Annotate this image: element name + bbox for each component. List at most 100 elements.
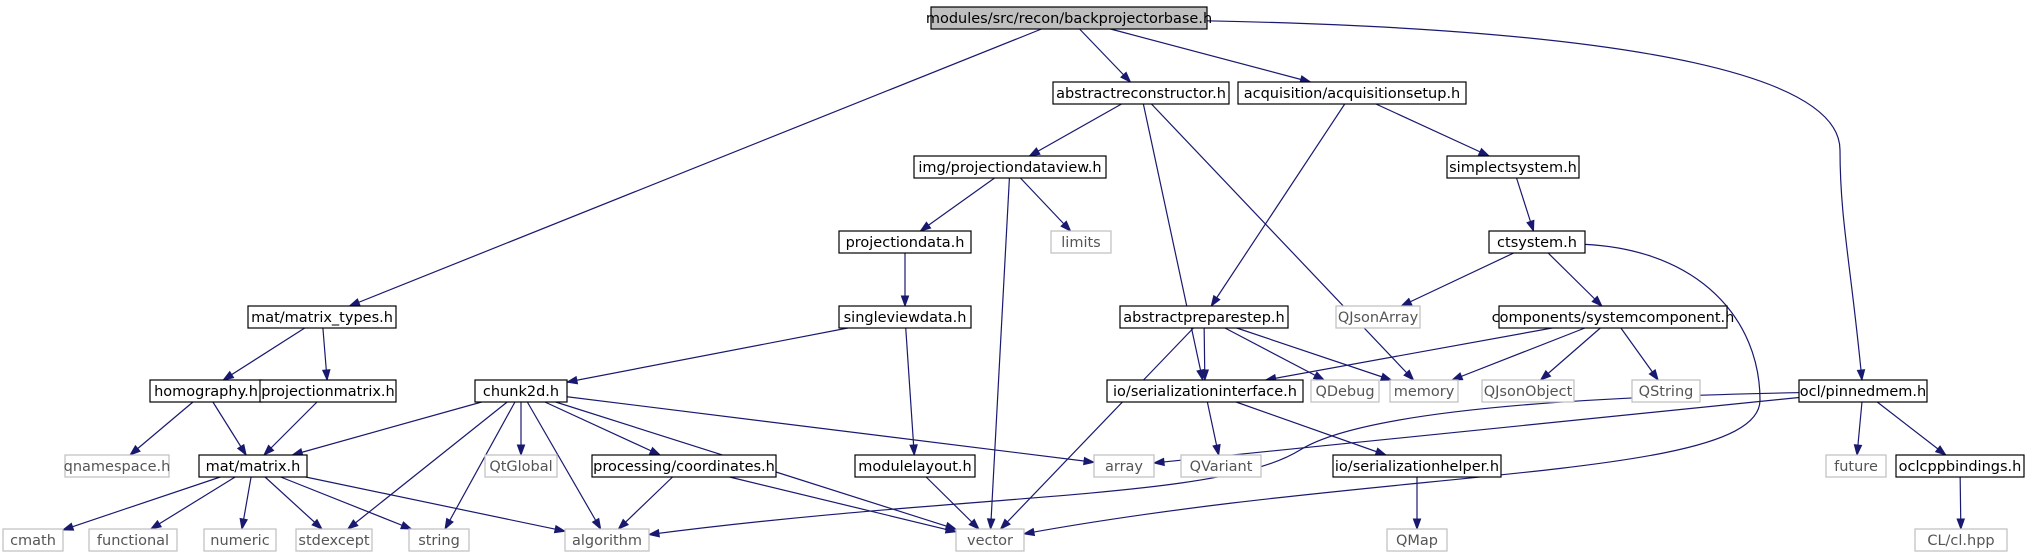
node-modulelayout[interactable]: modulelayout.h: [854, 454, 976, 478]
node-coordinates[interactable]: processing/coordinates.h: [591, 454, 777, 478]
edge-acquisitionsetup-to-simplectsystem-arrowhead: [1477, 147, 1491, 157]
edge-oclcppbindings-to-clhpp: [1956, 476, 1966, 531]
node-serializationinterface[interactable]: io/serializationinterface.h: [1106, 379, 1304, 403]
node-singleviewdata-box: [838, 305, 972, 329]
node-backprojectorbase-label: modules/src/recon/backprojectorbase.h: [926, 11, 1212, 27]
edge-matrix-to-algorithm-line: [305, 476, 566, 532]
node-simplectsystem[interactable]: simplectsystem.h: [1446, 155, 1580, 179]
node-limits-box: [1050, 230, 1112, 254]
node-future: future: [1825, 454, 1887, 478]
edge-backprojectorbase-to-matrix_types-line: [349, 28, 1042, 307]
node-systemcomponent-label: components/systemcomponent.h: [1492, 310, 1735, 326]
node-stdexcept-label: stdexcept: [298, 533, 370, 549]
node-qjsonobject: QJsonObject: [1481, 379, 1575, 403]
node-coordinates-label: processing/coordinates.h: [593, 459, 775, 475]
edge-projectionmatrix-to-matrix-arrowhead: [262, 444, 275, 457]
node-array-box: [1093, 454, 1155, 478]
node-vector-label: vector: [967, 533, 1013, 549]
node-abstractreconstructor[interactable]: abstractreconstructor.h: [1052, 81, 1230, 105]
edge-chunk2d-to-coordinates-arrowhead: [648, 446, 662, 456]
node-matrix-box: [198, 454, 308, 478]
node-projectiondata[interactable]: projectiondata.h: [838, 230, 972, 254]
edge-projectiondataview-to-limits: [1019, 177, 1072, 233]
edge-projectionmatrix-to-matrix: [262, 401, 318, 457]
edge-matrix_types-to-homography: [221, 327, 306, 381]
node-matrix_types[interactable]: mat/matrix_types.h: [247, 305, 397, 329]
edge-ctsystem-to-systemcomponent: [1547, 252, 1603, 308]
edge-coordinates-to-vector: [729, 476, 958, 534]
node-ctsystem[interactable]: ctsystem.h: [1488, 230, 1586, 254]
node-singleviewdata[interactable]: singleviewdata.h: [838, 305, 972, 329]
node-chunk2d-label: chunk2d.h: [483, 384, 559, 400]
edge-matrix_types-to-projectionmatrix: [321, 327, 331, 382]
node-serializationhelper[interactable]: io/serializationhelper.h: [1332, 454, 1502, 478]
edge-projectionmatrix-to-matrix-line: [263, 401, 318, 456]
edge-homography-to-matrix-arrowhead: [236, 443, 247, 457]
edge-abstractpreparestep-to-vector: [999, 327, 1194, 531]
edge-singleviewdata-to-chunk2d: [565, 327, 849, 385]
edge-ctsystem-to-vector-line: [1023, 243, 1761, 535]
edge-oclcppbindings-to-clhpp-arrowhead: [1956, 518, 1966, 531]
edge-chunk2d-to-string: [444, 401, 516, 531]
node-projectiondata-label: projectiondata.h: [846, 235, 965, 251]
node-qtglobal-box: [484, 454, 558, 478]
node-systemcomponent-box: [1498, 305, 1728, 329]
node-qdebug-box: [1310, 379, 1380, 403]
edge-pinnedmem-to-algorithm-arrowhead: [647, 528, 660, 538]
node-pinnedmem-label: ocl/pinnedmem.h: [1800, 384, 1926, 400]
node-algorithm-box: [564, 528, 650, 552]
edge-pinnedmem-to-future: [1853, 401, 1863, 457]
node-oclcppbindings[interactable]: oclcppbindings.h: [1895, 454, 2025, 478]
node-acquisitionsetup[interactable]: acquisition/acquisitionsetup.h: [1237, 81, 1467, 105]
edge-singleviewdata-to-chunk2d-arrowhead: [565, 375, 579, 385]
edge-ctsystem-to-vector-arrowhead: [1022, 527, 1036, 537]
node-chunk2d[interactable]: chunk2d.h: [474, 379, 568, 403]
node-chunk2d-box: [474, 379, 568, 403]
node-singleviewdata-label: singleviewdata.h: [844, 310, 967, 326]
edge-systemcomponent-to-qstring: [1620, 327, 1659, 382]
edge-chunk2d-to-array-arrowhead: [1083, 456, 1096, 466]
node-abstractpreparestep[interactable]: abstractpreparestep.h: [1119, 305, 1289, 329]
edge-projectiondataview-to-projectiondata-line: [920, 177, 995, 232]
edge-projectiondata-to-singleviewdata: [900, 253, 910, 308]
edge-chunk2d-to-string-line: [444, 401, 516, 530]
node-backprojectorbase[interactable]: modules/src/recon/backprojectorbase.h: [926, 6, 1212, 30]
node-systemcomponent[interactable]: components/systemcomponent.h: [1492, 305, 1735, 329]
edge-chunk2d-to-matrix: [290, 401, 482, 457]
edge-coordinates-to-algorithm: [617, 476, 673, 531]
node-oclcppbindings-box: [1895, 454, 2025, 478]
edge-chunk2d-to-stdexcept-line: [347, 401, 508, 530]
node-projectiondataview[interactable]: img/projectiondataview.h: [913, 155, 1107, 179]
edge-abstractreconstructor-to-projectiondataview-arrowhead: [1028, 147, 1041, 157]
edge-acquisitionsetup-to-abstractpreparestep: [1210, 103, 1346, 308]
node-projectionmatrix[interactable]: projectionmatrix.h: [259, 379, 397, 403]
edge-serializationinterface-to-serializationhelper-line: [1235, 401, 1387, 456]
edge-pinnedmem-to-oclcppbindings-arrowhead: [1934, 445, 1947, 456]
edge-matrix-to-stdexcept: [264, 476, 324, 530]
edge-serializationinterface-to-qvariant-arrowhead: [1212, 443, 1221, 457]
edge-systemcomponent-to-memory-line: [1451, 327, 1586, 381]
node-qnamespace-box: [64, 454, 170, 478]
edge-abstractpreparestep-to-qdebug: [1224, 327, 1326, 381]
edge-chunk2d-to-array-line: [566, 396, 1095, 463]
edge-homography-to-matrix: [212, 401, 247, 457]
edge-ctsystem-to-systemcomponent-arrowhead: [1591, 295, 1603, 308]
edge-singleviewdata-to-modulelayout-arrowhead: [909, 444, 918, 457]
edge-projectiondataview-to-vector: [986, 177, 1011, 531]
node-homography[interactable]: homography.h: [149, 379, 263, 403]
edge-chunk2d-to-stdexcept-arrowhead: [346, 519, 359, 530]
edge-matrix_types-to-projectionmatrix-arrowhead: [321, 369, 331, 382]
node-clhpp-label: CL/cl.hpp: [1927, 533, 1994, 549]
edge-abstractpreparestep-to-memory: [1236, 327, 1393, 381]
edge-pinnedmem-to-oclcppbindings: [1876, 401, 1947, 456]
node-pinnedmem[interactable]: ocl/pinnedmem.h: [1798, 379, 1928, 403]
node-array: array: [1093, 454, 1155, 478]
edge-abstractreconstructor-to-projectiondataview-line: [1029, 103, 1122, 157]
edge-projectiondataview-to-limits-line: [1019, 177, 1072, 232]
edge-backprojectorbase-to-acquisitionsetup-line: [1110, 28, 1311, 83]
node-numeric-label: numeric: [210, 533, 269, 549]
node-numeric-box: [203, 528, 277, 552]
node-matrix[interactable]: mat/matrix.h: [198, 454, 308, 478]
edge-ctsystem-to-qjsonarray-line: [1401, 252, 1514, 307]
node-qdebug: QDebug: [1310, 379, 1380, 403]
